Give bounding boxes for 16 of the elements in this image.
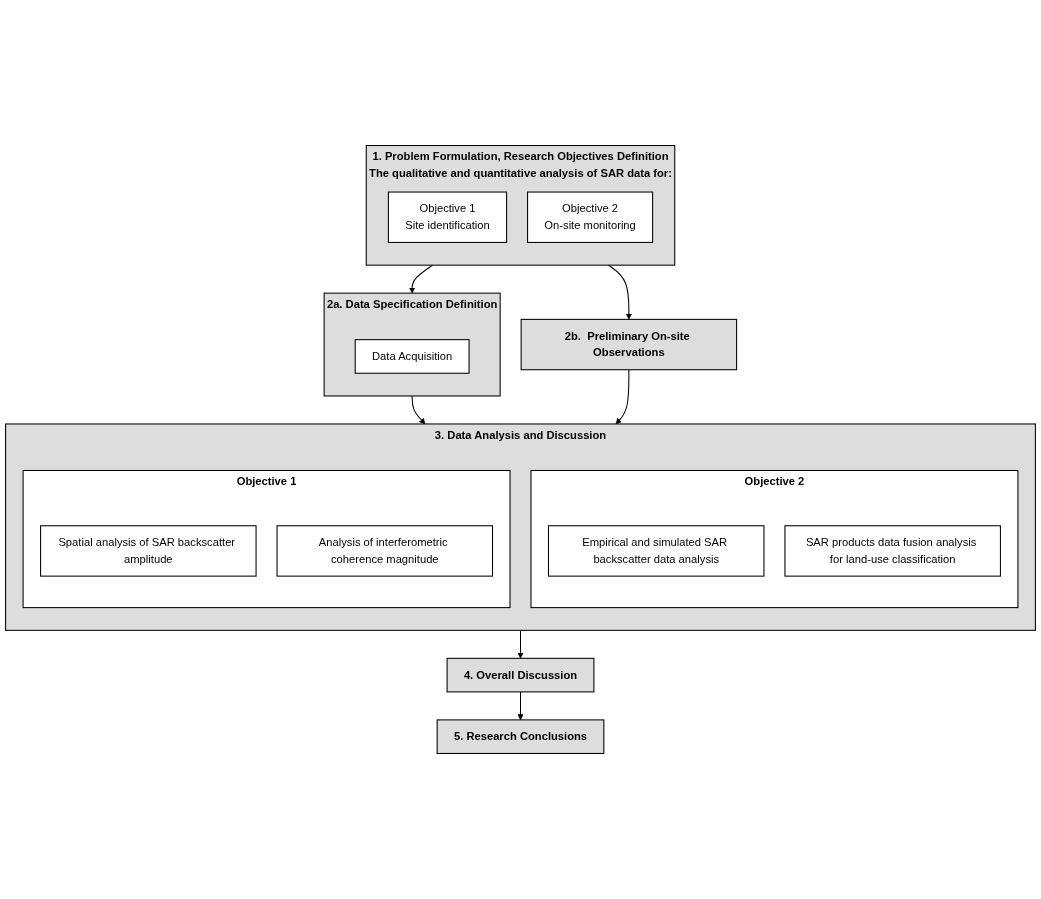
arrow xyxy=(615,369,630,425)
arrow xyxy=(411,395,426,425)
node-box: Objective 1 Site identification xyxy=(387,191,508,243)
node-box: Empirical and simulated SAR backscatter data analysis xyxy=(547,525,765,577)
node-box: Data Acquisition xyxy=(354,339,470,374)
node-box: Analysis of interferometric coherence magnitude xyxy=(276,525,494,577)
node-box: 4. Overall Discussion xyxy=(446,657,595,693)
node-box: 2b. Preliminary On-site Observations xyxy=(520,318,738,371)
arrow xyxy=(517,629,524,659)
node-box: Objective 2 On-site monitoring xyxy=(527,191,654,243)
node-box: Spatial analysis of SAR backscatter amplitude xyxy=(40,525,257,577)
node-box: SAR products data fusion analysis for land-use classification xyxy=(784,525,1001,577)
arrow xyxy=(517,691,524,721)
arrow xyxy=(409,264,434,294)
node-box: 5. Research Conclusions xyxy=(436,719,605,754)
arrow xyxy=(607,264,632,320)
